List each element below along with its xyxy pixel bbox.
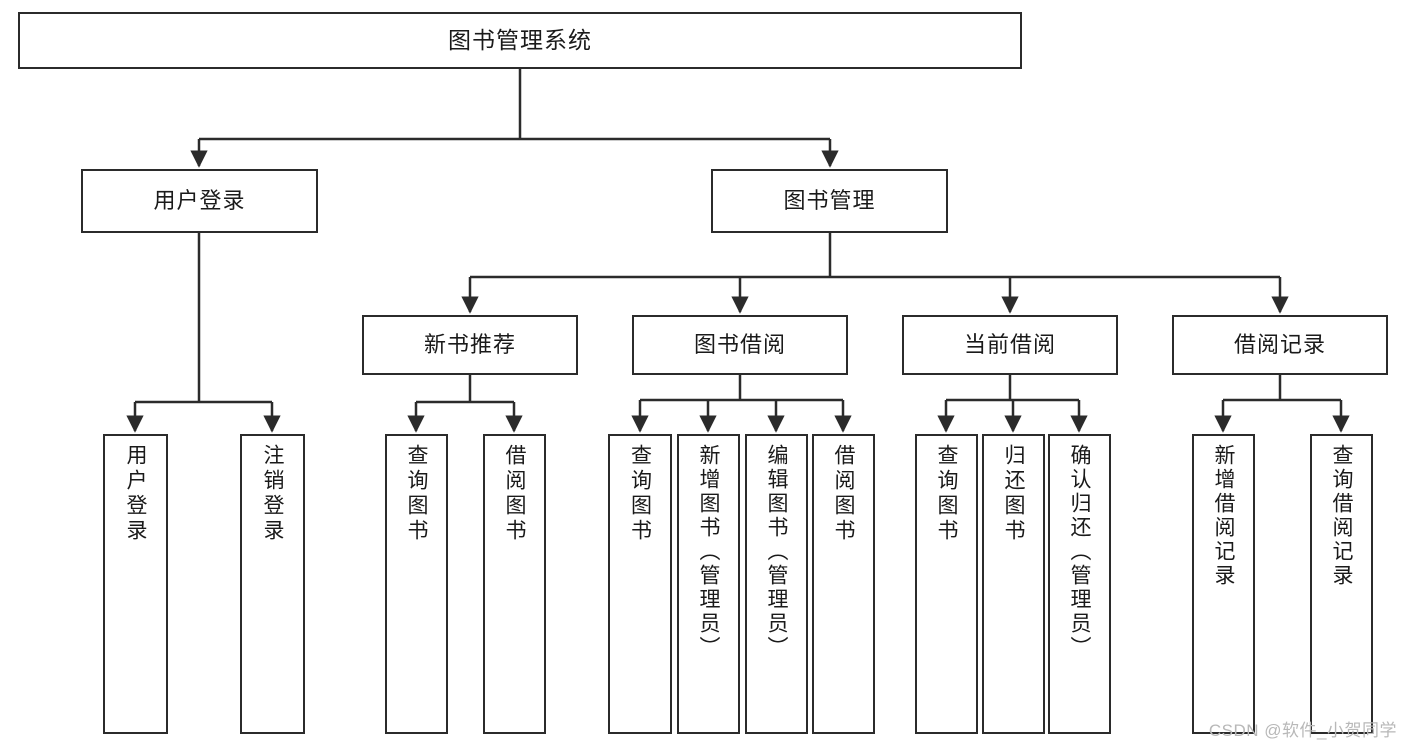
node-root-system[interactable]: 图书管理系统 (18, 12, 1022, 69)
node-label: 查询图书 (405, 444, 428, 544)
leaf-query-book-newbook[interactable]: 查询图书 (385, 434, 448, 734)
leaf-user-login[interactable]: 用户登录 (103, 434, 168, 734)
leaf-borrow-book-borrow[interactable]: 借阅图书 (812, 434, 875, 734)
node-label: 图书借阅 (693, 332, 786, 358)
node-label: 归还图书 (1002, 444, 1025, 544)
node-label: 借阅记录 (1233, 332, 1326, 358)
node-label: 新增借阅记录 (1212, 444, 1235, 588)
node-label: 新增图书（管理员） (697, 444, 720, 660)
node-label: 注销登录 (261, 444, 284, 544)
node-label: 确认归还（管理员） (1068, 444, 1091, 660)
node-book-management[interactable]: 图书管理 (711, 169, 948, 233)
leaf-edit-book-admin[interactable]: 编辑图书（管理员） (745, 434, 808, 734)
node-label: 新书推荐 (423, 332, 516, 358)
watermark-text: CSDN @软件_小贺同学 (1208, 721, 1397, 740)
node-label: 用户登录 (153, 188, 246, 214)
leaf-borrow-book-newbook[interactable]: 借阅图书 (483, 434, 546, 734)
node-new-book-recommend[interactable]: 新书推荐 (362, 315, 578, 375)
node-label: 查询图书 (628, 444, 652, 544)
node-label: 查询借阅记录 (1330, 444, 1353, 588)
node-label: 图书管理系统 (448, 27, 592, 54)
node-current-borrow[interactable]: 当前借阅 (902, 315, 1118, 375)
node-borrow-records[interactable]: 借阅记录 (1172, 315, 1388, 375)
node-label: 编辑图书（管理员） (765, 444, 788, 660)
node-book-borrow[interactable]: 图书借阅 (632, 315, 848, 375)
node-label: 借阅图书 (503, 444, 526, 544)
node-label: 借阅图书 (832, 444, 855, 544)
node-label: 用户登录 (124, 444, 147, 544)
node-label: 查询图书 (935, 444, 958, 544)
leaf-query-borrow-record[interactable]: 查询借阅记录 (1310, 434, 1373, 734)
leaf-query-book-current[interactable]: 查询图书 (915, 434, 978, 734)
leaf-logout-login[interactable]: 注销登录 (240, 434, 305, 734)
node-label: 图书管理 (783, 188, 876, 214)
leaf-add-borrow-record[interactable]: 新增借阅记录 (1192, 434, 1255, 734)
node-user-login[interactable]: 用户登录 (81, 169, 318, 233)
node-label: 当前借阅 (963, 332, 1056, 358)
leaf-confirm-return-admin[interactable]: 确认归还（管理员） (1048, 434, 1111, 734)
leaf-query-book-borrow[interactable]: 查询图书 (608, 434, 672, 734)
leaf-add-book-admin[interactable]: 新增图书（管理员） (677, 434, 740, 734)
leaf-return-book[interactable]: 归还图书 (982, 434, 1045, 734)
